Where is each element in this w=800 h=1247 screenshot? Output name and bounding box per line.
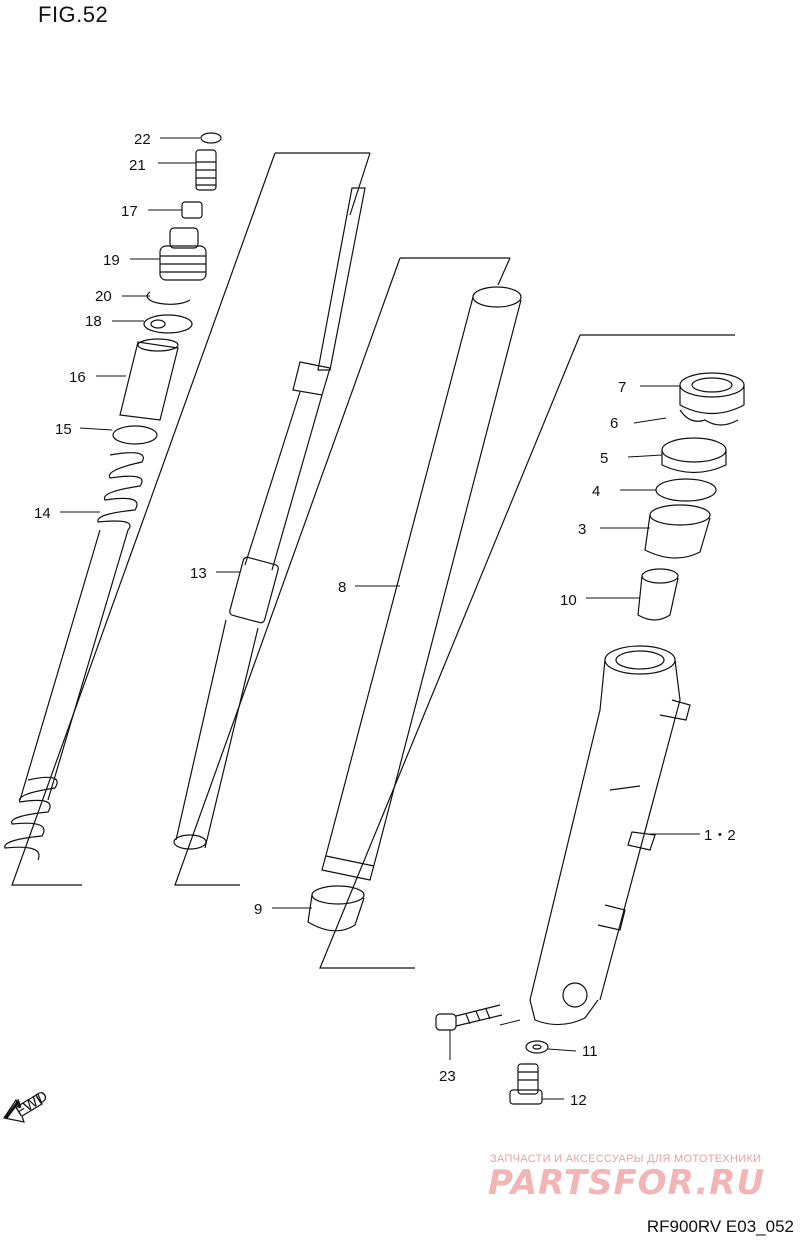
- watermark-logo: PARTSFOR.RU: [488, 1163, 766, 1203]
- callout-12: 12: [570, 1092, 587, 1109]
- callout-7: 7: [618, 379, 626, 396]
- watermark-tagline: ЗАПЧАСТИ И АКСЕССУАРЫ ДЛЯ МОТОТЕХНИКИ: [490, 1153, 762, 1165]
- callout-23: 23: [439, 1068, 456, 1085]
- part-16-spacer: [119, 338, 179, 421]
- callout-13: 13: [190, 565, 207, 582]
- callout-9: 9: [254, 901, 262, 918]
- callout-19: 19: [103, 252, 120, 269]
- callout-14: 14: [34, 505, 51, 522]
- part-15-washer: [112, 425, 158, 445]
- fwd-arrow-icon: FWD: [3, 1087, 51, 1123]
- callout-21: 21: [129, 157, 146, 174]
- callout-10: 10: [560, 592, 577, 609]
- part-12-drain-bolt: [509, 1063, 543, 1105]
- part-17-collar: [181, 201, 203, 219]
- part-9-bushing: [307, 885, 365, 932]
- part-20-circlip: [146, 291, 191, 305]
- callout-15: 15: [55, 421, 72, 438]
- callout-4: 4: [592, 483, 600, 500]
- part-14-spring: [4, 452, 144, 861]
- callout-20: 20: [95, 288, 112, 305]
- callout-17: 17: [121, 203, 138, 220]
- callout-16: 16: [69, 369, 86, 386]
- part-13-damper-rod: [173, 187, 366, 850]
- part-21-adjuster: [195, 149, 217, 191]
- callout-6: 6: [610, 415, 618, 432]
- callout-3: 3: [578, 521, 586, 538]
- callout-11: 11: [582, 1043, 598, 1060]
- callout-1-2: 1・2: [704, 827, 736, 844]
- part-23-bolt: [435, 1004, 503, 1031]
- part-6-clip: [679, 409, 739, 426]
- part-1-2-outer-tube: [529, 645, 691, 1026]
- fwd-label: FWD: [13, 1087, 51, 1120]
- part-18-washer: [143, 314, 193, 334]
- callout-8: 8: [338, 579, 346, 596]
- callout-5: 5: [600, 450, 608, 467]
- panel-rod-group: [174, 257, 511, 886]
- figure-code: RF900RV E03_052: [646, 1217, 794, 1236]
- callout-22: 22: [134, 131, 151, 148]
- part-5-oil-seal: [661, 437, 727, 474]
- leader-lines: [60, 137, 700, 1100]
- part-11-gasket: [525, 1040, 549, 1054]
- figure-title: FIG.52: [38, 2, 109, 27]
- part-3-guide-bushing: [644, 504, 711, 559]
- part-19-cap-bolt: [159, 227, 207, 281]
- panel-tube-group: [319, 334, 735, 969]
- callout-18: 18: [85, 313, 102, 330]
- part-4-washer: [655, 478, 717, 502]
- part-8-inner-tube: [321, 286, 522, 881]
- part-22-oring: [200, 132, 222, 144]
- part-10-slide-bushing: [637, 568, 679, 621]
- part-7-dust-seal: [679, 372, 745, 414]
- panel-spring-group: [11, 152, 371, 886]
